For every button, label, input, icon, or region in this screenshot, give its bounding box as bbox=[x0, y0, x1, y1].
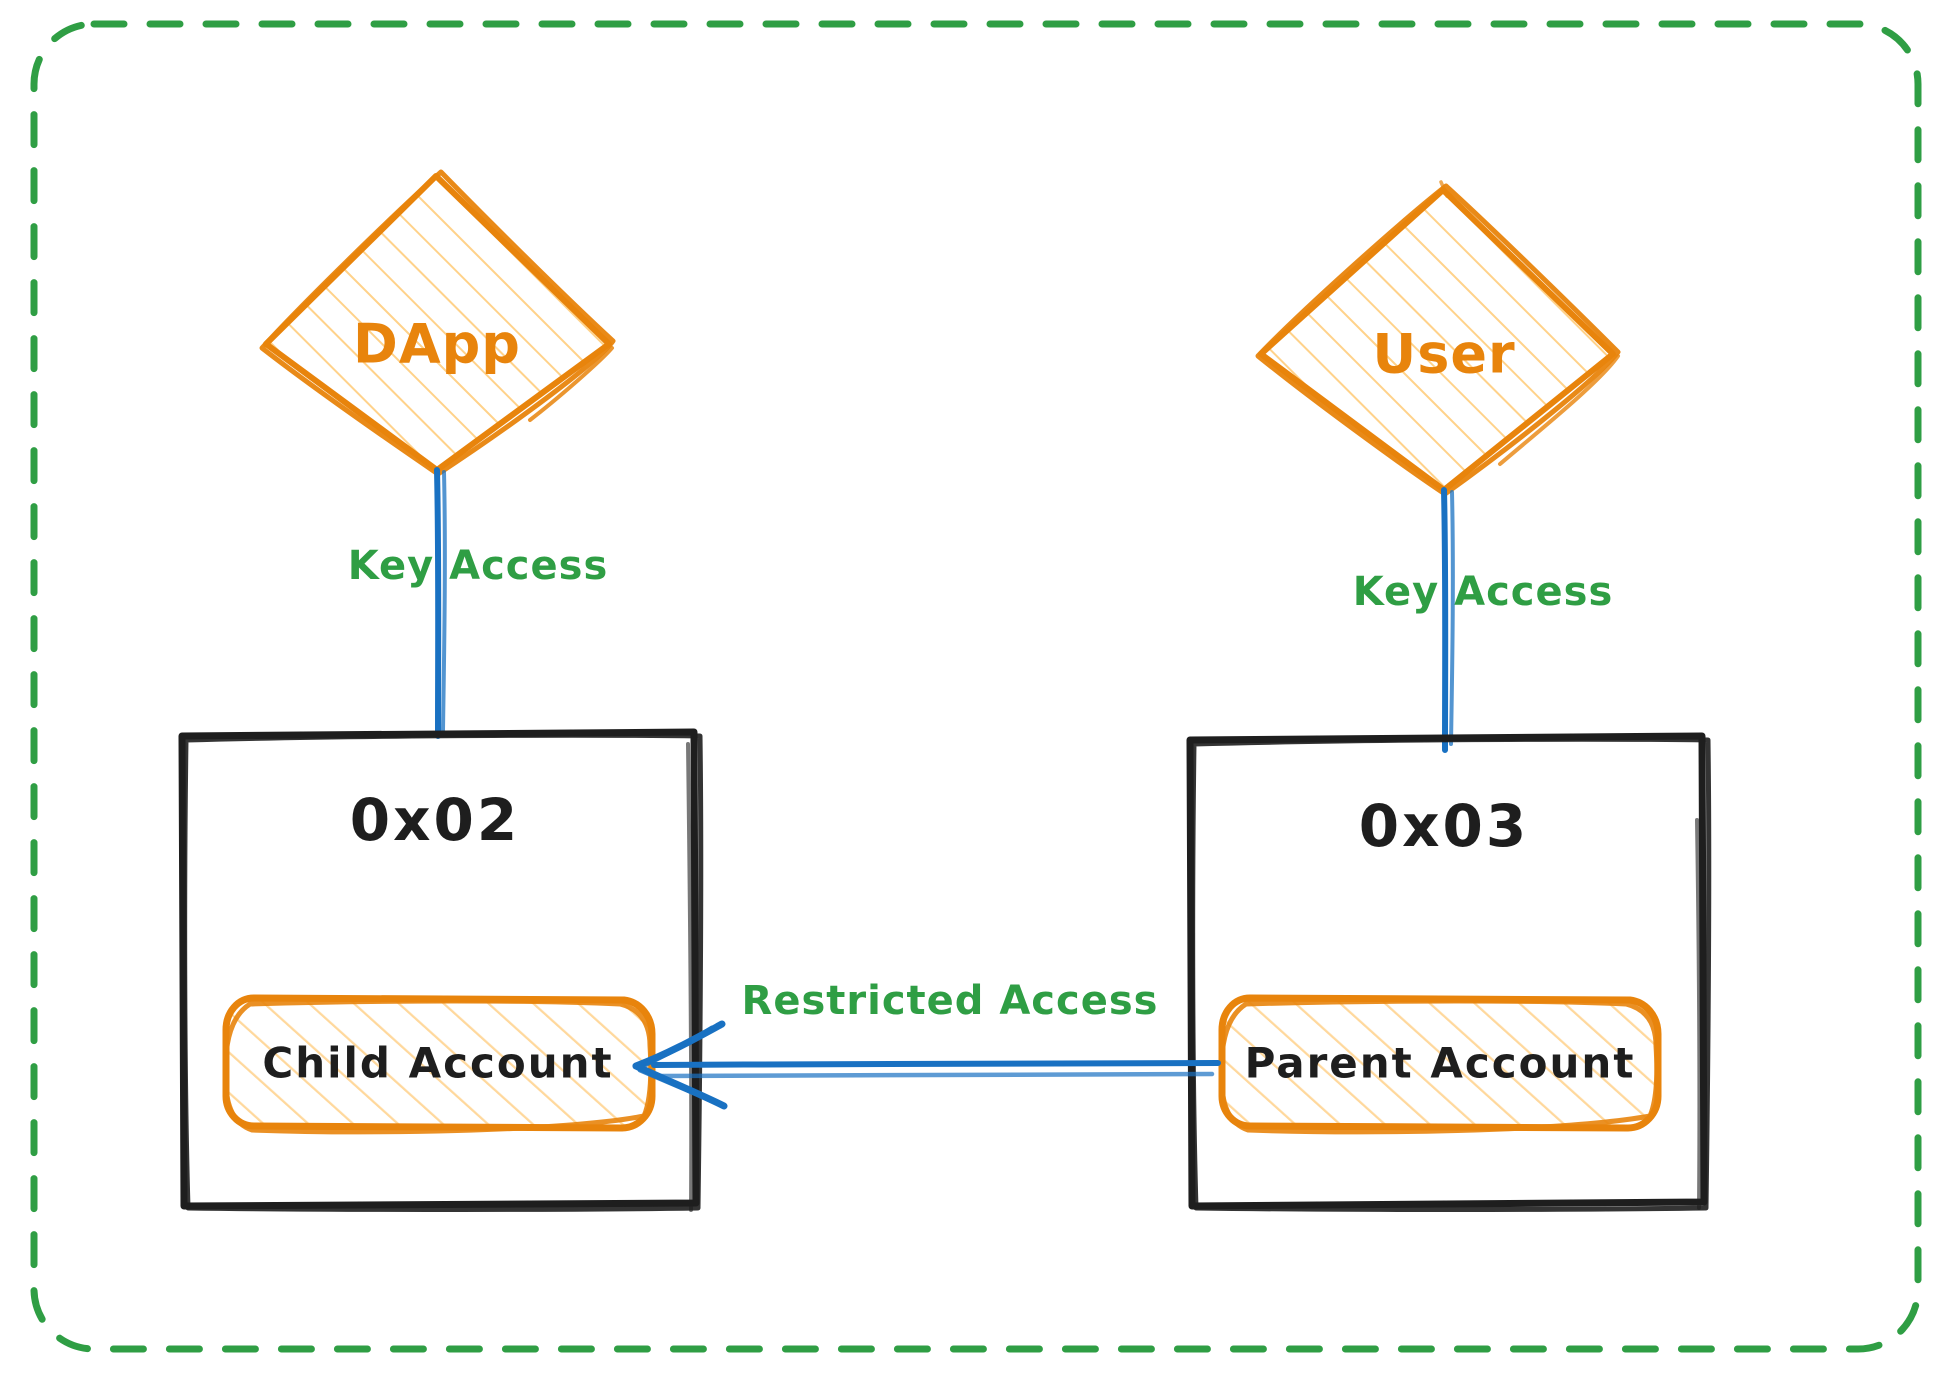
edge-user-to-parent-line-2 bbox=[1449, 490, 1455, 746]
edge-arrowhead-upper-2 bbox=[635, 1025, 715, 1071]
dapp-diamond-fill bbox=[265, 175, 610, 470]
edge-user-to-parent[interactable]: Key Access bbox=[1353, 487, 1614, 753]
user-diamond-overshoot bbox=[1498, 354, 1620, 466]
child-account-chip-fill bbox=[226, 1000, 650, 1128]
user-diamond-label: User bbox=[1372, 323, 1515, 386]
edge-label-restricted-access: Restricted Access bbox=[742, 978, 1159, 1024]
child-box-inner-edge bbox=[686, 742, 694, 1212]
dapp-diamond-label: DApp bbox=[353, 313, 521, 376]
parent-account-chip-label: Parent Account bbox=[1245, 1039, 1636, 1088]
edge-parent-to-child-line-1 bbox=[651, 1059, 1221, 1068]
user-diamond-node[interactable]: User bbox=[1255, 180, 1621, 497]
child-box-outline-2 bbox=[182, 732, 704, 1212]
edge-label-key-access-left: Key Access bbox=[348, 543, 609, 589]
parent-account-chip[interactable]: Parent Account bbox=[1218, 994, 1662, 1135]
parent-account-chip-outline-2 bbox=[1219, 998, 1660, 1135]
child-box-address-label: 0x02 bbox=[350, 786, 520, 854]
parent-account-chip-fill bbox=[1222, 1000, 1656, 1128]
dapp-diamond-node[interactable]: DApp bbox=[259, 169, 616, 477]
parent-account-chip-outline-1 bbox=[1218, 994, 1662, 1132]
edge-dapp-to-child-line-2 bbox=[441, 470, 447, 732]
child-account-chip-outline-2 bbox=[223, 998, 654, 1135]
child-account-chip-label: Child Account bbox=[262, 1039, 613, 1088]
edge-dapp-to-child-line-1 bbox=[434, 467, 442, 739]
parent-box-inner-edge bbox=[1695, 818, 1702, 1210]
edge-parent-to-child-line-2 bbox=[657, 1071, 1215, 1079]
edge-dapp-to-child[interactable]: Key Access bbox=[348, 467, 609, 739]
parent-box-address-label: 0x03 bbox=[1359, 792, 1529, 860]
edge-arrowhead-lower-2 bbox=[637, 1067, 719, 1105]
outer-frame bbox=[30, 20, 1922, 1353]
child-account-chip[interactable]: Child Account bbox=[222, 994, 656, 1135]
user-diamond-tick bbox=[1439, 180, 1449, 198]
dapp-diamond-overshoot bbox=[528, 346, 614, 422]
child-account-chip-outline-1 bbox=[222, 994, 656, 1132]
edge-label-key-access-right: Key Access bbox=[1353, 569, 1614, 615]
child-account-box[interactable]: 0x02 Child Account bbox=[178, 728, 704, 1212]
user-diamond-fill bbox=[1262, 190, 1612, 490]
edge-parent-to-child[interactable]: Restricted Access bbox=[632, 978, 1221, 1110]
parent-account-box[interactable]: 0x03 Parent Account bbox=[1186, 732, 1712, 1212]
edge-user-to-parent-line-1 bbox=[1441, 487, 1449, 753]
